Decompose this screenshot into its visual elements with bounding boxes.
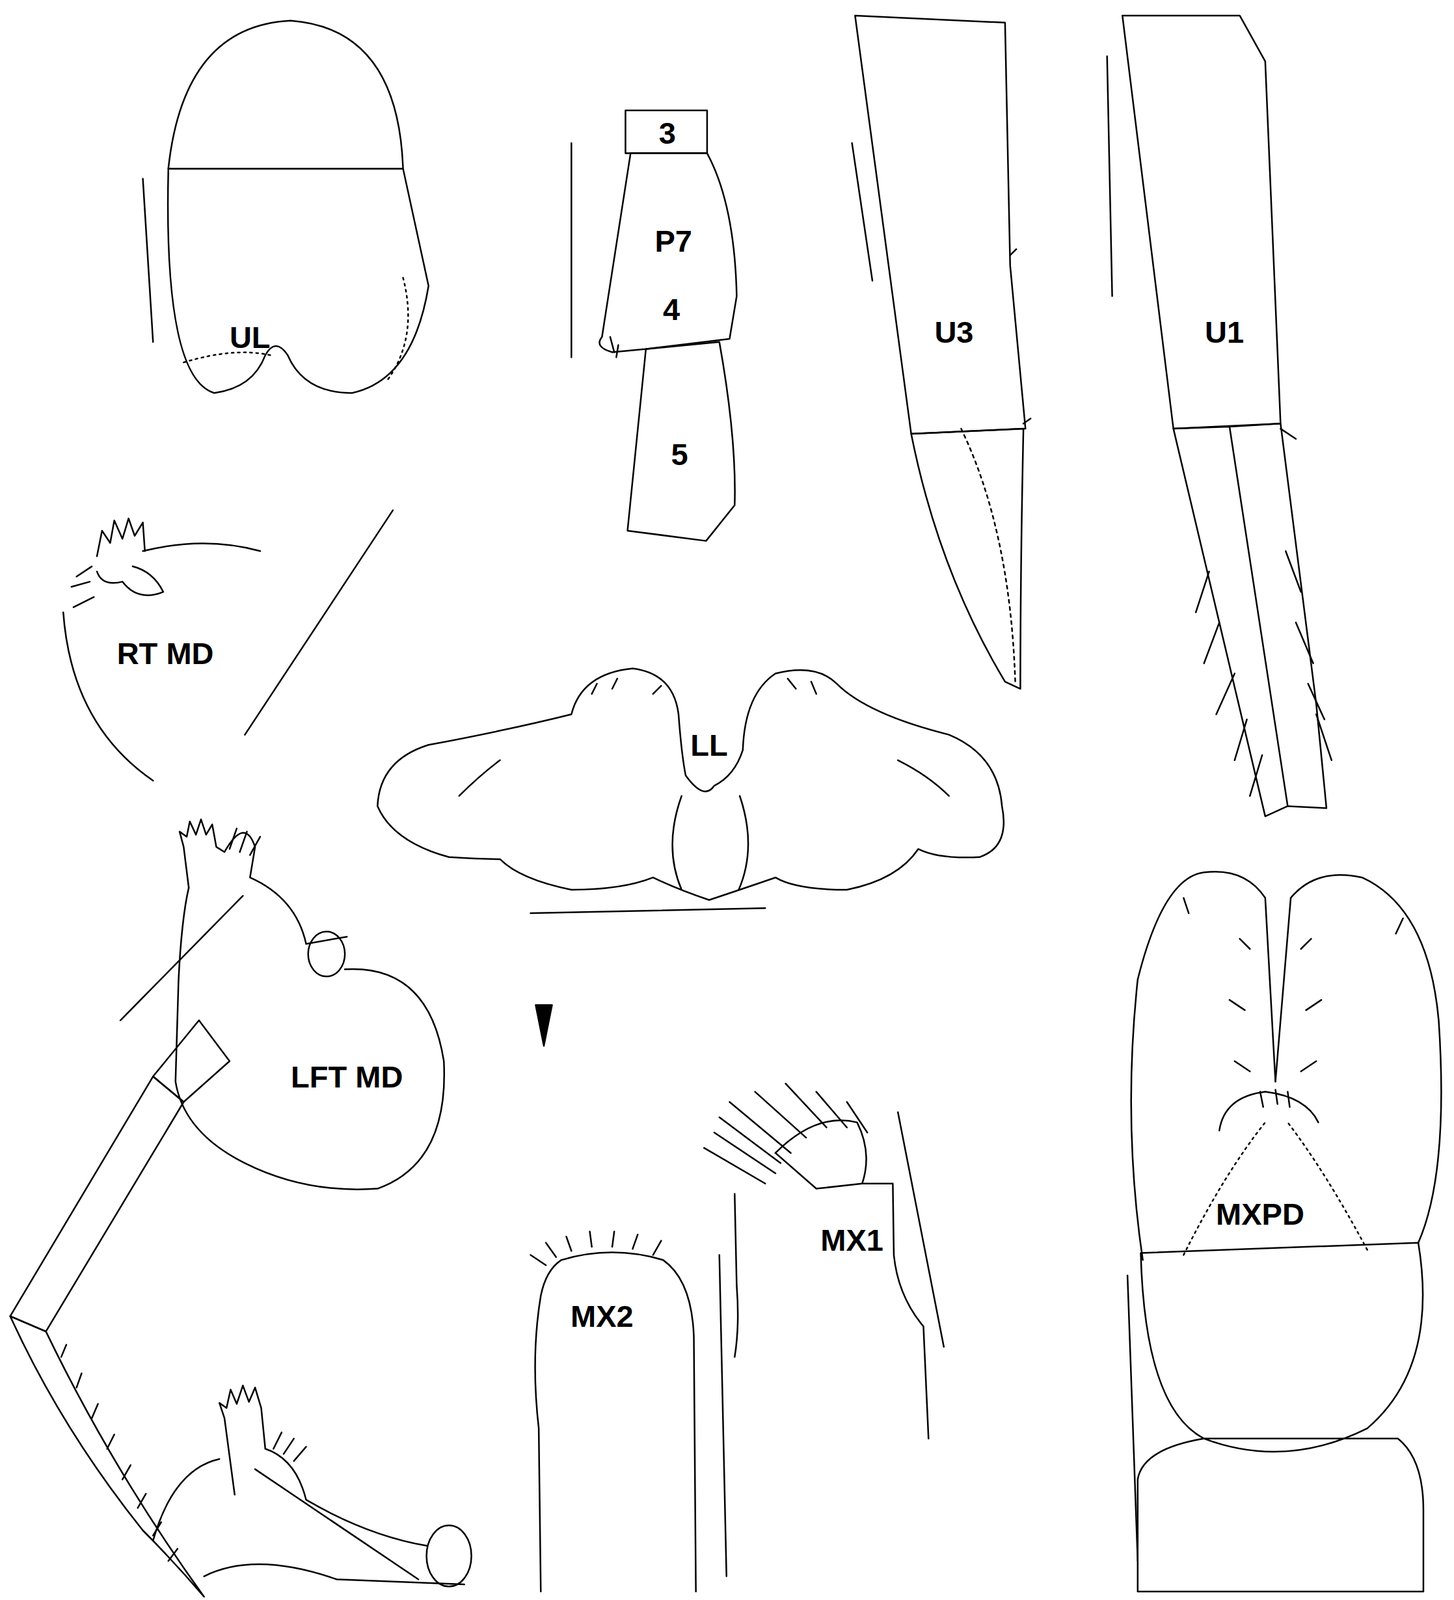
part-label: UL [229,321,271,352]
part-label: MX2 [570,1301,634,1332]
part-label: 4 [662,294,680,325]
part-label: LFT MD [290,1061,403,1092]
part-label: P7 [654,225,693,257]
left-mandible [10,819,553,1598]
maxilla-2 [530,1231,727,1592]
right-mandible [63,510,393,782]
uropod-1 [1107,15,1332,817]
maxilliped [1127,871,1441,1592]
part-label: RT MD [117,637,215,669]
maxilla-1 [703,1083,944,1440]
part-label: 3 [659,117,676,148]
part-label: U1 [1204,316,1244,347]
part-label: 5 [670,438,688,470]
pereopod-7 [571,110,737,542]
upper-lip [143,20,429,393]
lower-lip [377,668,1004,914]
part-label: LL [690,729,728,760]
part-label: MXPD [1215,1198,1305,1230]
part-label: U3 [934,316,974,347]
uropod-3 [852,15,1031,689]
part-label: MX1 [820,1224,884,1255]
